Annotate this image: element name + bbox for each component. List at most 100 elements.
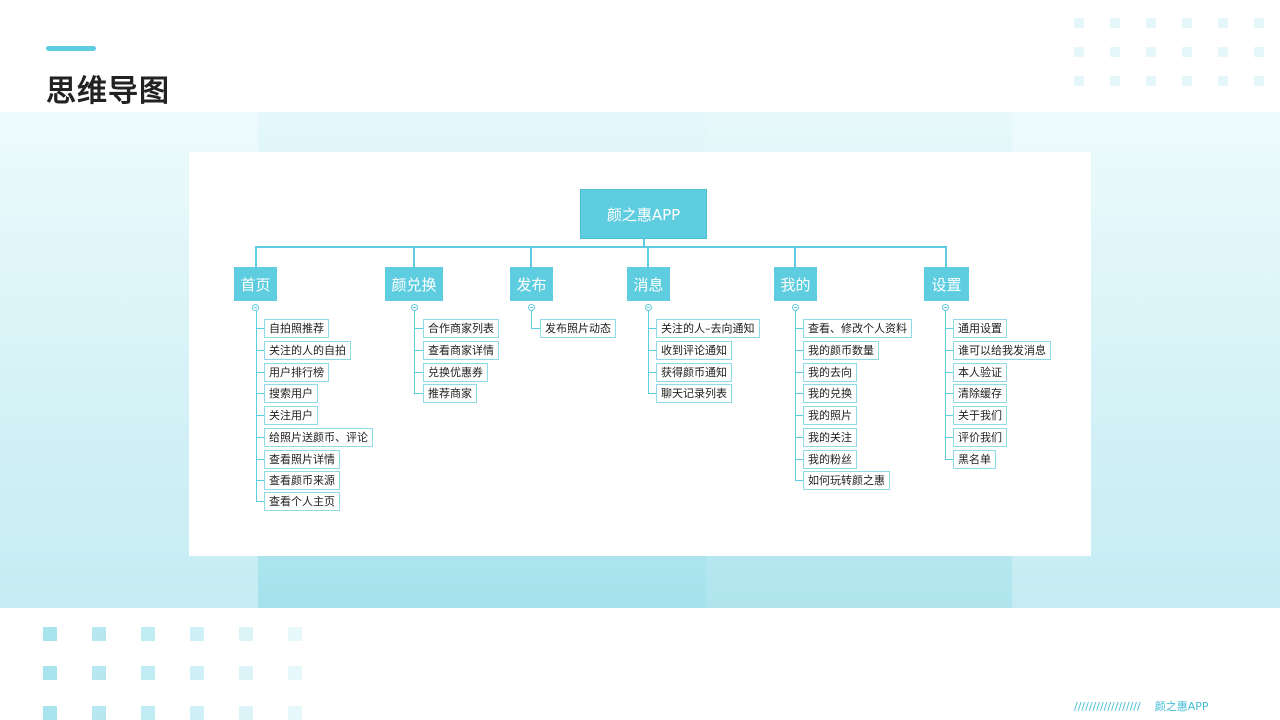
decorative-dot <box>1218 47 1228 57</box>
leaf-node[interactable]: 我的关注 <box>803 428 857 447</box>
leaf-connector <box>945 415 953 416</box>
leaf-connector <box>945 328 953 329</box>
decorative-dot <box>239 706 253 720</box>
leaf-connector <box>414 372 423 373</box>
leaf-node[interactable]: 查看颜币来源 <box>264 471 340 490</box>
leaf-connector <box>414 393 423 394</box>
decorative-dot <box>1218 76 1228 86</box>
root-connector <box>643 239 645 247</box>
leaf-connector <box>531 328 540 329</box>
leaf-node[interactable]: 黑名单 <box>953 450 996 469</box>
leaf-connector <box>795 350 803 351</box>
leaf-connector <box>795 393 803 394</box>
collapse-toggle-icon[interactable] <box>411 304 418 311</box>
mindmap-root[interactable]: 颜之惠APP <box>580 189 707 239</box>
branch-connector-bar <box>255 246 947 248</box>
leaf-node[interactable]: 通用设置 <box>953 319 1007 338</box>
branch-stem <box>945 247 947 267</box>
leaf-connector <box>945 393 953 394</box>
footer-brand: 颜之惠APP <box>1154 700 1209 713</box>
decorative-dot <box>190 706 204 720</box>
branch-children-line <box>648 311 649 394</box>
branch-node-home[interactable]: 首页 <box>234 267 277 301</box>
leaf-connector <box>256 437 264 438</box>
leaf-node[interactable]: 关注的人–去向通知 <box>656 319 760 338</box>
leaf-node[interactable]: 我的去向 <box>803 363 857 382</box>
decorative-dot <box>92 666 106 680</box>
decorative-dot <box>1182 47 1192 57</box>
decorative-dot <box>92 706 106 720</box>
branch-children-line <box>795 311 796 480</box>
branch-children-line <box>256 311 257 501</box>
leaf-node[interactable]: 给照片送颜币、评论 <box>264 428 373 447</box>
branch-node-exchange[interactable]: 颜兑换 <box>385 267 443 301</box>
leaf-node[interactable]: 本人验证 <box>953 363 1007 382</box>
leaf-node[interactable]: 兑换优惠券 <box>423 363 488 382</box>
leaf-node[interactable]: 查看、修改个人资料 <box>803 319 912 338</box>
decorative-dot <box>1182 76 1192 86</box>
leaf-node[interactable]: 关注的人的自拍 <box>264 341 351 360</box>
decorative-dot <box>1218 18 1228 28</box>
decorative-dot <box>288 666 302 680</box>
branch-stem <box>255 247 257 267</box>
branch-stem <box>647 247 649 267</box>
leaf-node[interactable]: 查看个人主页 <box>264 492 340 511</box>
footer: //////////////////颜之惠APP <box>1074 698 1209 714</box>
leaf-node[interactable]: 发布照片动态 <box>540 319 616 338</box>
decorative-dot <box>43 666 57 680</box>
leaf-node[interactable]: 清除缓存 <box>953 384 1007 403</box>
leaf-connector <box>256 415 264 416</box>
leaf-node[interactable]: 如何玩转颜之惠 <box>803 471 890 490</box>
branch-children-line <box>531 311 532 329</box>
leaf-node[interactable]: 我的颜币数量 <box>803 341 879 360</box>
branch-node-messages[interactable]: 消息 <box>627 267 670 301</box>
branch-stem <box>530 247 532 267</box>
leaf-connector <box>648 372 656 373</box>
leaf-node[interactable]: 我的粉丝 <box>803 450 857 469</box>
leaf-connector <box>256 372 264 373</box>
leaf-node[interactable]: 谁可以给我发消息 <box>953 341 1051 360</box>
leaf-node[interactable]: 推荐商家 <box>423 384 477 403</box>
leaf-node[interactable]: 查看商家详情 <box>423 341 499 360</box>
leaf-node[interactable]: 我的照片 <box>803 406 857 425</box>
decorative-dot <box>288 627 302 641</box>
decorative-dot <box>1074 76 1084 86</box>
collapse-toggle-icon[interactable] <box>942 304 949 311</box>
leaf-node[interactable]: 用户排行榜 <box>264 363 329 382</box>
leaf-node[interactable]: 自拍照推荐 <box>264 319 329 338</box>
decorative-dot <box>1110 76 1120 86</box>
leaf-node[interactable]: 聊天记录列表 <box>656 384 732 403</box>
leaf-connector <box>795 372 803 373</box>
leaf-node[interactable]: 获得颜币通知 <box>656 363 732 382</box>
leaf-node[interactable]: 我的兑换 <box>803 384 857 403</box>
decorative-dot <box>141 706 155 720</box>
decorative-dot <box>92 627 106 641</box>
leaf-node[interactable]: 关注用户 <box>264 406 318 425</box>
leaf-node[interactable]: 关于我们 <box>953 406 1007 425</box>
leaf-node[interactable]: 评价我们 <box>953 428 1007 447</box>
branch-node-mine[interactable]: 我的 <box>774 267 817 301</box>
decorative-dot <box>1146 76 1156 86</box>
collapse-toggle-icon[interactable] <box>645 304 652 311</box>
decorative-dot <box>1254 18 1264 28</box>
decorative-dot <box>190 666 204 680</box>
decorative-dot <box>1146 18 1156 28</box>
leaf-node[interactable]: 查看照片详情 <box>264 450 340 469</box>
decorative-dot <box>239 666 253 680</box>
branch-node-settings[interactable]: 设置 <box>924 267 969 301</box>
decorative-dot <box>288 706 302 720</box>
branch-children-line <box>945 311 946 459</box>
leaf-node[interactable]: 合作商家列表 <box>423 319 499 338</box>
leaf-node[interactable]: 搜索用户 <box>264 384 318 403</box>
collapse-toggle-icon[interactable] <box>792 304 799 311</box>
decorative-dot <box>1110 18 1120 28</box>
leaf-connector <box>648 328 656 329</box>
leaf-connector <box>648 393 656 394</box>
collapse-toggle-icon[interactable] <box>252 304 259 311</box>
leaf-node[interactable]: 收到评论通知 <box>656 341 732 360</box>
branch-node-publish[interactable]: 发布 <box>510 267 553 301</box>
leaf-connector <box>945 372 953 373</box>
collapse-toggle-icon[interactable] <box>528 304 535 311</box>
leaf-connector <box>414 328 423 329</box>
leaf-connector <box>256 480 264 481</box>
